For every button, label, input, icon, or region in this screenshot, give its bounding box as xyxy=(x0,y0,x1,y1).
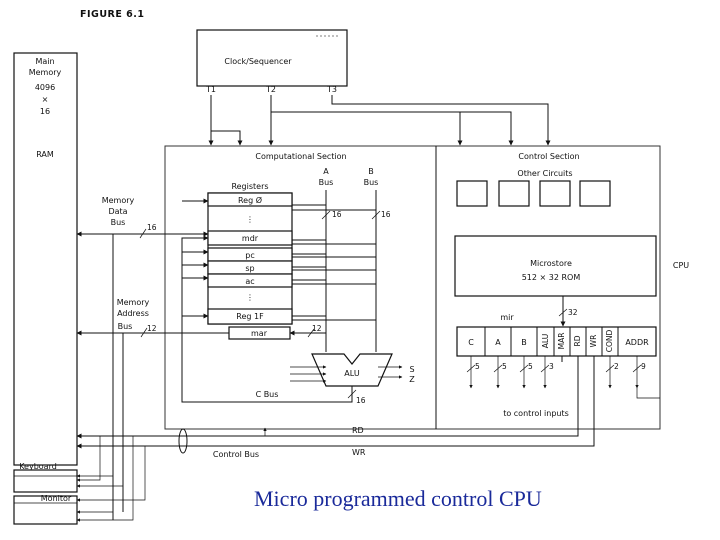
alu-label: ALU xyxy=(344,369,360,378)
other-circuits-label: Other Circuits xyxy=(517,169,572,178)
microstore-line-1: Microstore xyxy=(530,259,572,268)
register-reg1f-label: Reg 1F xyxy=(236,312,264,321)
width-c: 5 xyxy=(475,362,480,371)
mir-width: 32 xyxy=(568,308,578,317)
clock-t2: T2 xyxy=(265,85,276,94)
register-reg0-label: Reg Ø xyxy=(238,195,262,205)
alu: ALU S Z xyxy=(290,353,415,387)
mir-field-a: A xyxy=(495,338,501,347)
monitor: Monitor xyxy=(13,494,78,525)
control-bus: RD WR Control Bus xyxy=(76,356,595,522)
z-flag: Z xyxy=(409,375,415,384)
width-a: 5 xyxy=(502,362,507,371)
mdb-line-2: Data xyxy=(108,207,127,216)
rd-label: RD xyxy=(352,426,364,435)
mdb-width: 16 xyxy=(147,223,157,232)
clock-lines xyxy=(208,95,551,146)
mir-field-cond: COND xyxy=(605,330,614,353)
register-ac-label: ac xyxy=(245,277,254,286)
main-memory-line-3: 4096 xyxy=(35,83,55,92)
to-control-inputs: to control inputs xyxy=(503,409,569,418)
mab-line-1: Memory xyxy=(117,298,150,307)
register-ellipsis-top: ⋮ xyxy=(246,215,254,224)
mir-register: C A B ALU MAR RD WR COND ADDR xyxy=(456,326,657,357)
cpu-label: CPU xyxy=(673,261,689,270)
mir-field-mar: MAR xyxy=(557,333,566,350)
control-bus-label: Control Bus xyxy=(213,450,259,459)
microstore-line-2: 512 × 32 ROM xyxy=(522,273,581,282)
a-bus-label-1: A xyxy=(323,167,329,176)
microstore: Microstore 512 × 32 ROM xyxy=(454,235,657,297)
register-file: Reg Ø ⋮ mdr pc sp ac ⋮ Reg 1F xyxy=(207,192,293,325)
keyboard-label: Keyboard xyxy=(19,462,57,471)
main-memory-line-5: 16 xyxy=(40,107,50,116)
clock-sequencer: Clock/Sequencer T1 T2 T3 xyxy=(196,29,348,94)
mar-bus-width: 12 xyxy=(312,324,322,333)
register-pc-label: pc xyxy=(245,251,254,260)
b-bus-label-1: B xyxy=(368,167,374,176)
main-memory-line-2: Memory xyxy=(29,68,62,77)
mab-line-2: Address xyxy=(117,309,149,318)
a-bus-width: 16 xyxy=(332,210,342,219)
mdb-line-3: Bus xyxy=(111,218,126,227)
a-bus: 16 xyxy=(292,190,342,352)
monitor-label: Monitor xyxy=(41,494,72,503)
memory-address-bus: Memory Address Bus 12 xyxy=(76,298,229,512)
register-ellipsis-bottom: ⋮ xyxy=(246,293,254,302)
registers-label: Registers xyxy=(231,182,268,191)
clock-label: Clock/Sequencer xyxy=(224,57,292,66)
width-b: 5 xyxy=(528,362,533,371)
mab-width: 12 xyxy=(147,324,157,333)
mdb-line-1: Memory xyxy=(102,196,135,205)
c-bus-width: 16 xyxy=(356,396,366,405)
clock-t1: T1 xyxy=(205,85,216,94)
main-memory-box xyxy=(13,52,78,466)
b-bus-width: 16 xyxy=(381,210,391,219)
slide-caption: Micro programmed control CPU xyxy=(254,486,542,511)
width-cond: 2 xyxy=(614,362,619,371)
mir-field-c: C xyxy=(468,338,474,347)
c-bus-label: C Bus xyxy=(256,390,279,399)
mir-outputs: 5 5 5 3 2 9 xyxy=(466,356,660,399)
main-memory: Main Memory 4096 × 16 RAM xyxy=(13,52,78,466)
b-bus: 16 xyxy=(292,190,391,352)
s-flag: S xyxy=(409,365,414,374)
clock-t3: T3 xyxy=(326,85,337,94)
c-bus: 16 C Bus xyxy=(181,198,366,405)
mir-field-wr: WR xyxy=(589,335,598,348)
mar-label: mar xyxy=(251,329,268,338)
mir-field-rd: RD xyxy=(573,335,582,346)
keyboard: Keyboard xyxy=(13,462,78,493)
mab-line-3: Bus xyxy=(118,322,133,331)
computational-section-label: Computational Section xyxy=(255,152,346,161)
memory-data-bus: Memory Data Bus 16 xyxy=(76,196,209,520)
main-memory-line-1: Main xyxy=(35,57,54,66)
register-mdr-label: mdr xyxy=(242,234,259,243)
mir-field-addr: ADDR xyxy=(625,338,649,347)
mir-field-b: B xyxy=(521,338,527,347)
a-bus-label-2: Bus xyxy=(319,178,334,187)
mir-label: mir xyxy=(500,313,514,322)
b-bus-label-2: Bus xyxy=(364,178,379,187)
width-alu: 3 xyxy=(549,362,554,371)
mir-field-alu: ALU xyxy=(541,334,550,348)
figure-title: FIGURE 6.1 xyxy=(80,9,144,20)
main-memory-line-4: × xyxy=(42,95,49,104)
register-sp-label: sp xyxy=(245,264,254,273)
wr-label: WR xyxy=(352,448,366,457)
ram-label: RAM xyxy=(36,150,54,159)
other-circuits xyxy=(456,180,611,207)
control-section-label: Control Section xyxy=(518,152,579,161)
width-addr: 9 xyxy=(641,362,646,371)
